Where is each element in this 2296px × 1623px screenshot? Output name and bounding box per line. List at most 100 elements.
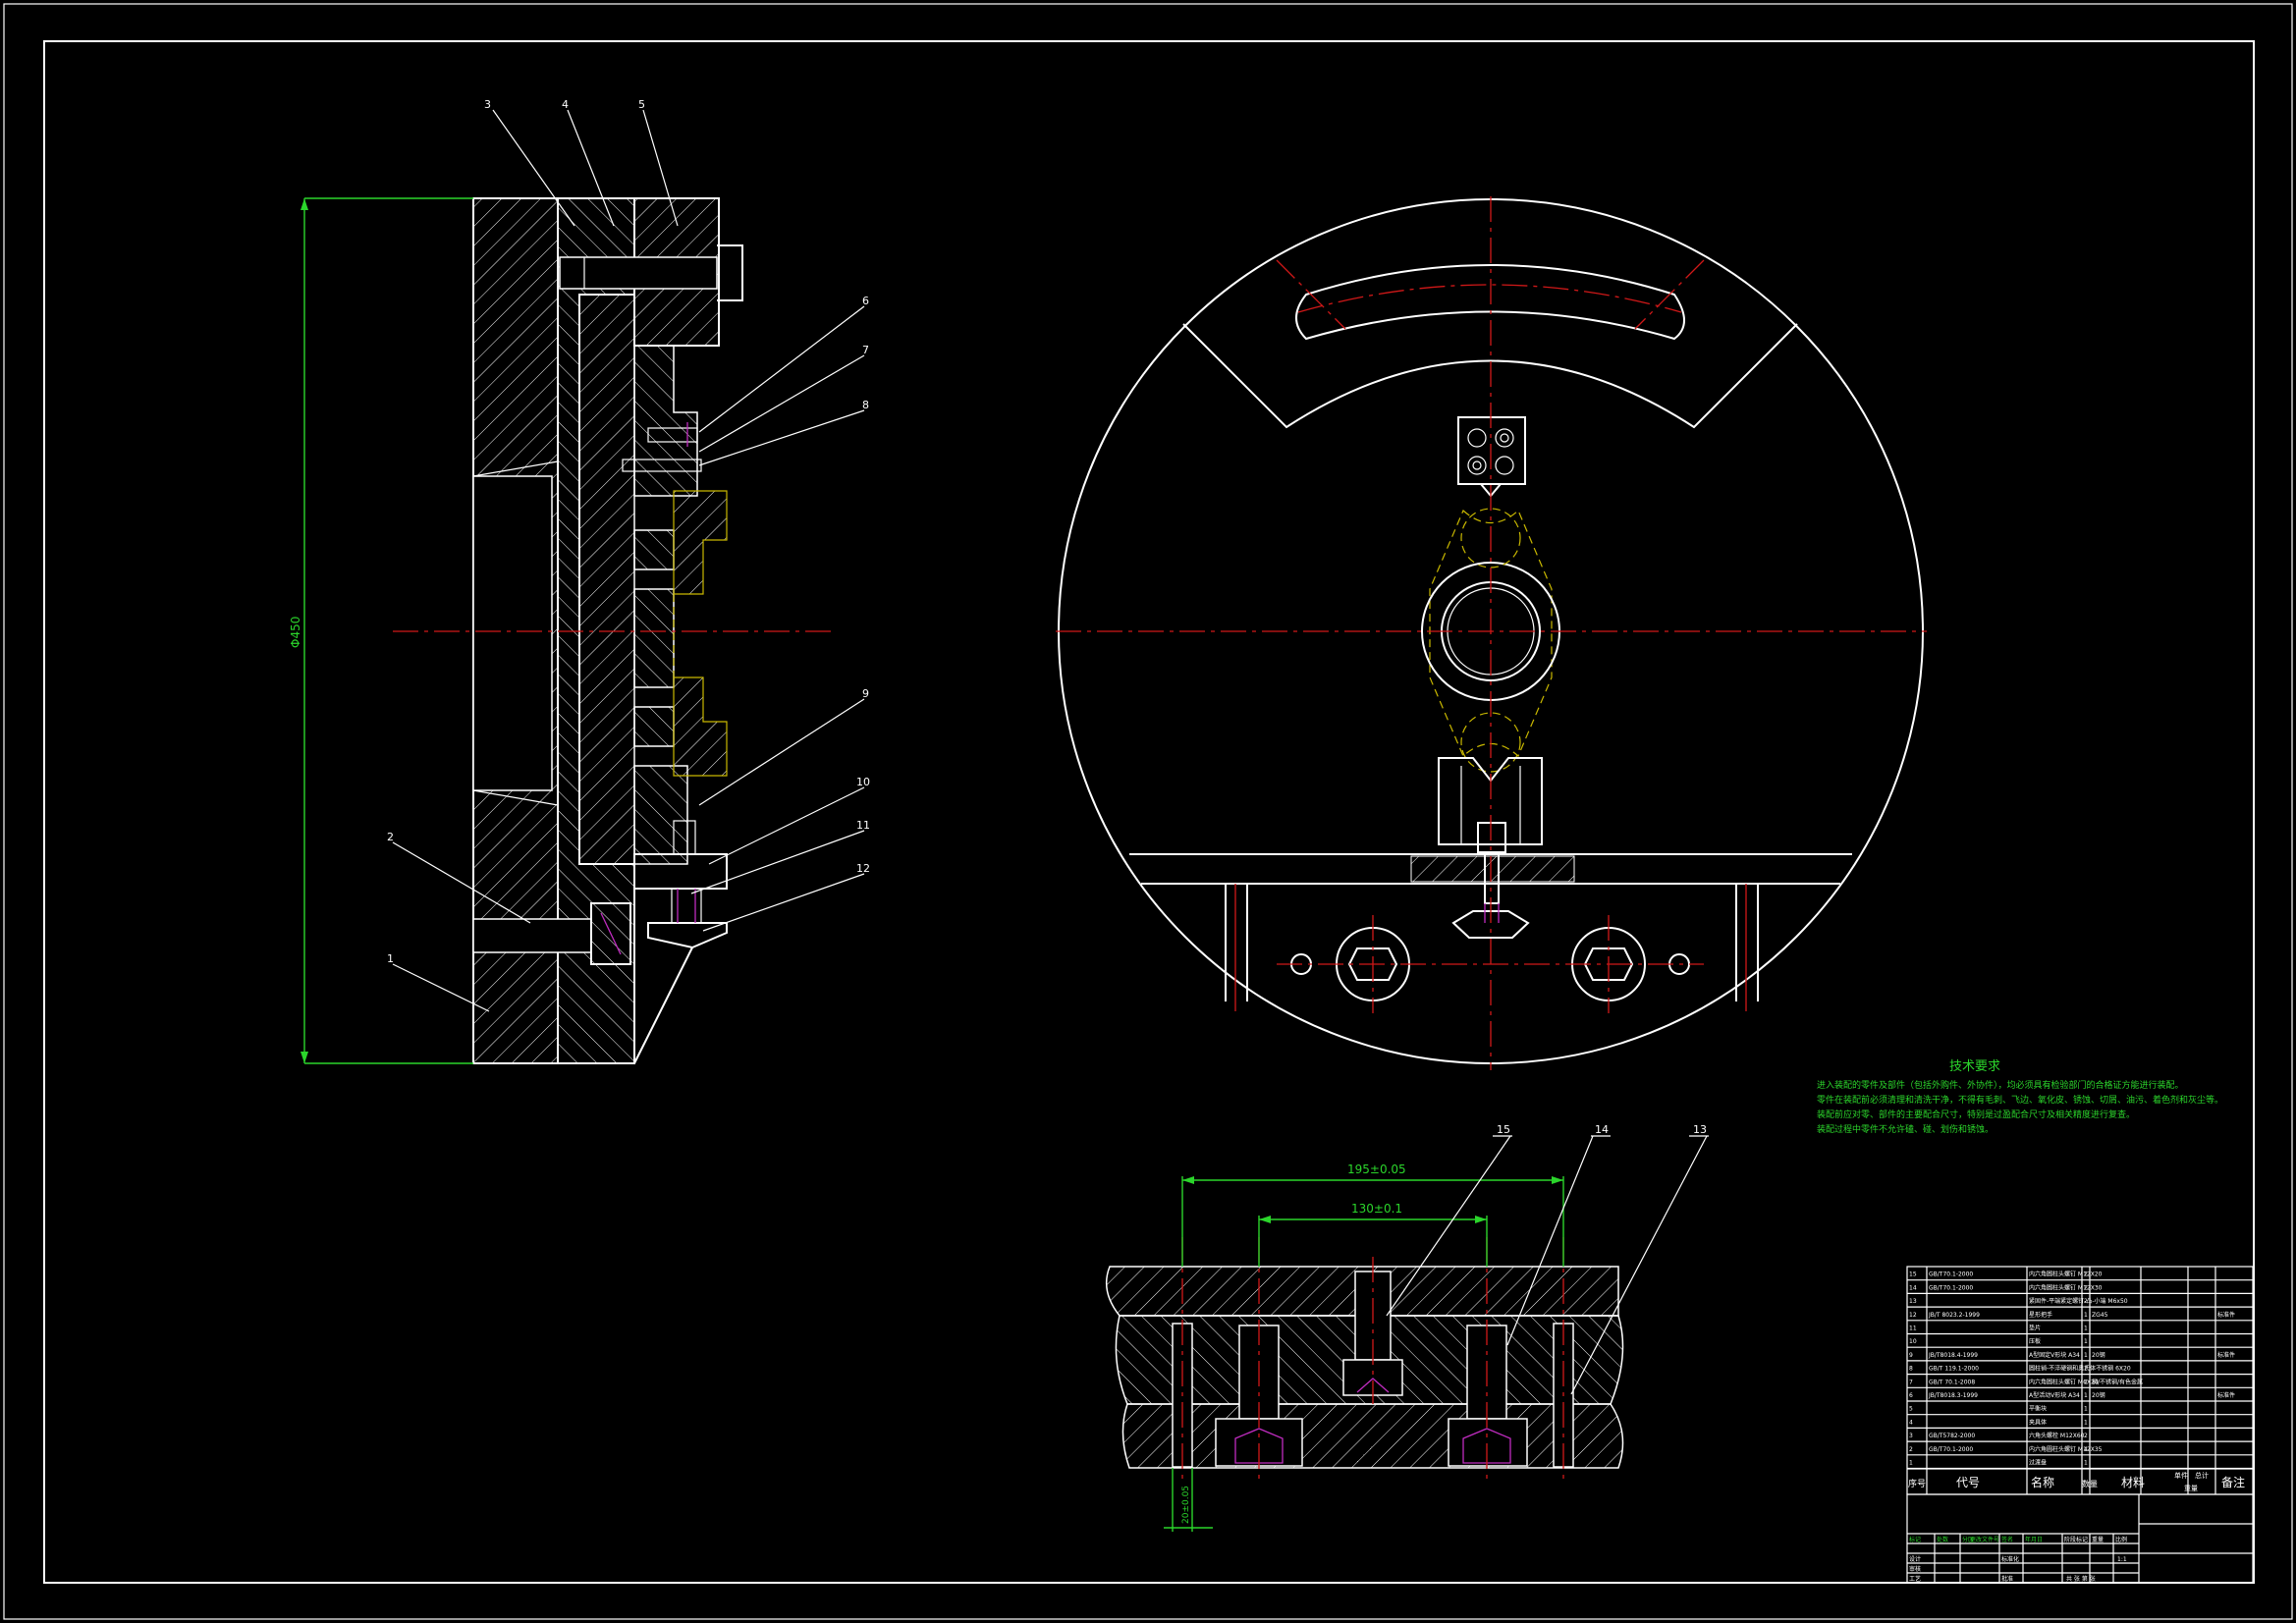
bom-cell-qty: 2 — [2084, 1271, 2088, 1278]
bom-header-material: 材料 — [2121, 1476, 2145, 1489]
dim-small-offset: 20±0.05 — [1181, 1486, 1191, 1524]
part-label-9: 9 — [862, 687, 869, 700]
outer-border — [3, 3, 2293, 1620]
inner-frame — [43, 40, 2255, 1584]
bom-cell-name: 六角头螺栓 M12X60 — [2029, 1432, 2085, 1439]
bom-cell-code: GB/T 70.1-2008 — [1929, 1379, 1975, 1385]
bom-cell-name: 内六角圆柱头螺钉 M6X20 — [2029, 1378, 2099, 1385]
bom-cell-no: 5 — [1909, 1406, 1913, 1413]
tb-standard: 标准化 — [2001, 1555, 2019, 1563]
tb-change: 更改文件号 — [1970, 1536, 1999, 1543]
bom-cell-name: 平衡块 — [2029, 1405, 2047, 1413]
bom-cell-no: 11 — [1909, 1325, 1917, 1332]
tb-approve: 批准 — [2001, 1575, 2013, 1583]
bom-cell-name: A型固定V形块 A34 — [2029, 1351, 2080, 1359]
bom-cell-qty: 1 — [2084, 1312, 2088, 1319]
tb-weight: 重量 — [2092, 1536, 2104, 1543]
bom-header-name: 名称 — [2031, 1475, 2054, 1489]
bom-cell-code: GB/T 119.1-2000 — [1929, 1366, 1979, 1373]
part-label-7: 7 — [862, 344, 869, 356]
bom-cell-code: GB/T70.1-2000 — [1929, 1284, 1973, 1291]
bom-cell-no: 14 — [1909, 1284, 1917, 1291]
bom-cell-name: 内六角圆柱头螺钉 M12X35 — [2029, 1445, 2103, 1453]
bom-cell-remark: 标准件 — [2217, 1311, 2235, 1319]
part-label-10: 10 — [856, 776, 870, 788]
bom-cell-name: 垫片 — [2029, 1325, 2041, 1332]
bom-header-total-weight: 总计 — [2195, 1471, 2209, 1480]
bom-cell-no: 15 — [1909, 1271, 1917, 1278]
bom-cell-code: JB/T8018.3-1999 — [1928, 1392, 1978, 1399]
part-label-15: 15 — [1497, 1123, 1510, 1136]
tb-date: 年月日 — [2025, 1536, 2043, 1543]
bom-cell-code: GB/T70.1-2000 — [1929, 1271, 1973, 1278]
bom-header-unit-weight: 单件 — [2174, 1471, 2188, 1480]
part-label-3: 3 — [484, 98, 491, 111]
bom-cell-remark: 标准件 — [2217, 1351, 2235, 1359]
tb-stage: 阶段标记 — [2064, 1536, 2088, 1543]
bom-cell-no: 9 — [1909, 1352, 1913, 1359]
side-section-view: Φ450 3 4 5 6 7 8 9 10 11 12 2 1 — [289, 98, 870, 1064]
tb-marks: 标记 — [1909, 1536, 1921, 1543]
bom-cell-no: 13 — [1909, 1298, 1917, 1305]
bom-cell-qty: 1 — [2084, 1352, 2088, 1359]
part-label-5: 5 — [638, 98, 645, 111]
bom-cell-qty: 1 — [2084, 1419, 2088, 1426]
bom-cell-name: 压板 — [2029, 1337, 2041, 1345]
bom-cell-no: 1 — [1909, 1460, 1913, 1467]
bom-cell-qty: 1 — [2084, 1392, 2088, 1399]
notes-title: 技术要求 — [1949, 1059, 2000, 1074]
part-label-4: 4 — [562, 98, 569, 111]
bom-cell-qty: 1 — [2084, 1460, 2088, 1467]
bom-cell-name: 紧固件-平端紧定螺钉-凸-小端 M6x50 — [2029, 1297, 2128, 1305]
bom-cell-qty: 2 — [2084, 1366, 2088, 1373]
tb-scale-label: 比例 — [2115, 1536, 2127, 1543]
bom-cell-no: 8 — [1909, 1366, 1913, 1373]
bom-cell-material: 20钢 — [2092, 1391, 2105, 1399]
note-line-3: 装配前应对零、部件的主要配合尺寸，特别是过盈配合尺寸及相关精度进行复查。 — [1817, 1109, 2135, 1120]
tb-sign: 签名 — [2001, 1536, 2013, 1543]
front-view — [1056, 196, 1927, 1070]
bom-cell-name: 夹具体 — [2029, 1418, 2047, 1426]
bom-header-code: 代号 — [1956, 1476, 1980, 1489]
tb-count: 处数 — [1937, 1536, 1948, 1543]
bom-header-remark: 备注 — [2221, 1475, 2245, 1489]
dim-inner-span: 130±0.1 — [1351, 1202, 1402, 1216]
bom-cell-name: 过渡盘 — [2029, 1459, 2047, 1467]
bom-cell-no: 2 — [1909, 1446, 1913, 1453]
bom-cell-remark: 标准件 — [2217, 1391, 2235, 1399]
tb-partition: 分区 — [1962, 1536, 1974, 1543]
bom-cell-no: 4 — [1909, 1419, 1913, 1426]
bom-cell-no: 10 — [1909, 1338, 1917, 1345]
tb-review: 审核 — [1909, 1565, 1921, 1573]
bom-cell-no: 3 — [1909, 1433, 1913, 1439]
bom-cell-no: 7 — [1909, 1379, 1913, 1385]
bom-cell-name: A型活动V形块 A34 — [2029, 1391, 2080, 1399]
tb-design: 设计 — [1909, 1555, 1921, 1563]
part-label-11: 11 — [856, 819, 870, 832]
bom-cell-qty: 2 — [2084, 1298, 2088, 1305]
dim-overall-diameter: Φ450 — [289, 617, 302, 648]
bom-cell-name: 星形把手 — [2029, 1311, 2052, 1319]
bom-cell-name: 内六角圆柱头螺钉 M12X30 — [2029, 1283, 2103, 1291]
tb-sheet: 共 张 第 张 — [2066, 1575, 2096, 1583]
bom-cell-code: GB/T5782-2000 — [1929, 1433, 1975, 1439]
part-label-12: 12 — [856, 862, 870, 875]
part-label-14: 14 — [1595, 1123, 1609, 1136]
bom-cell-material: 钢/不锈钢/有色金属 — [2092, 1378, 2143, 1385]
bom-cell-qty: 1 — [2084, 1338, 2088, 1345]
note-line-1: 进入装配的零件及部件（包括外购件、外协件），均必须具有检验部门的合格证方能进行装… — [1817, 1079, 2184, 1091]
bom-cell-code: JB/T8018.4-1999 — [1928, 1352, 1978, 1359]
bom-cell-qty: 2 — [2084, 1433, 2088, 1439]
bom-cell-no: 12 — [1909, 1312, 1917, 1319]
bom-cell-material: 20钢 — [2092, 1351, 2105, 1359]
bom-header-weight: 重量 — [2184, 1485, 2198, 1492]
note-line-2: 零件在装配前必须清理和清洗干净，不得有毛刺、飞边、氧化皮、锈蚀、切屑、油污、着色… — [1817, 1094, 2223, 1106]
bom-cell-qty: 2 — [2084, 1379, 2088, 1385]
bom-header-no: 序号 — [1908, 1478, 1926, 1489]
part-label-1: 1 — [387, 952, 394, 965]
part-label-2: 2 — [387, 831, 394, 843]
part-label-13: 13 — [1693, 1123, 1707, 1136]
bom-cell-name: 内六角圆柱头螺钉 M12X20 — [2029, 1271, 2103, 1278]
